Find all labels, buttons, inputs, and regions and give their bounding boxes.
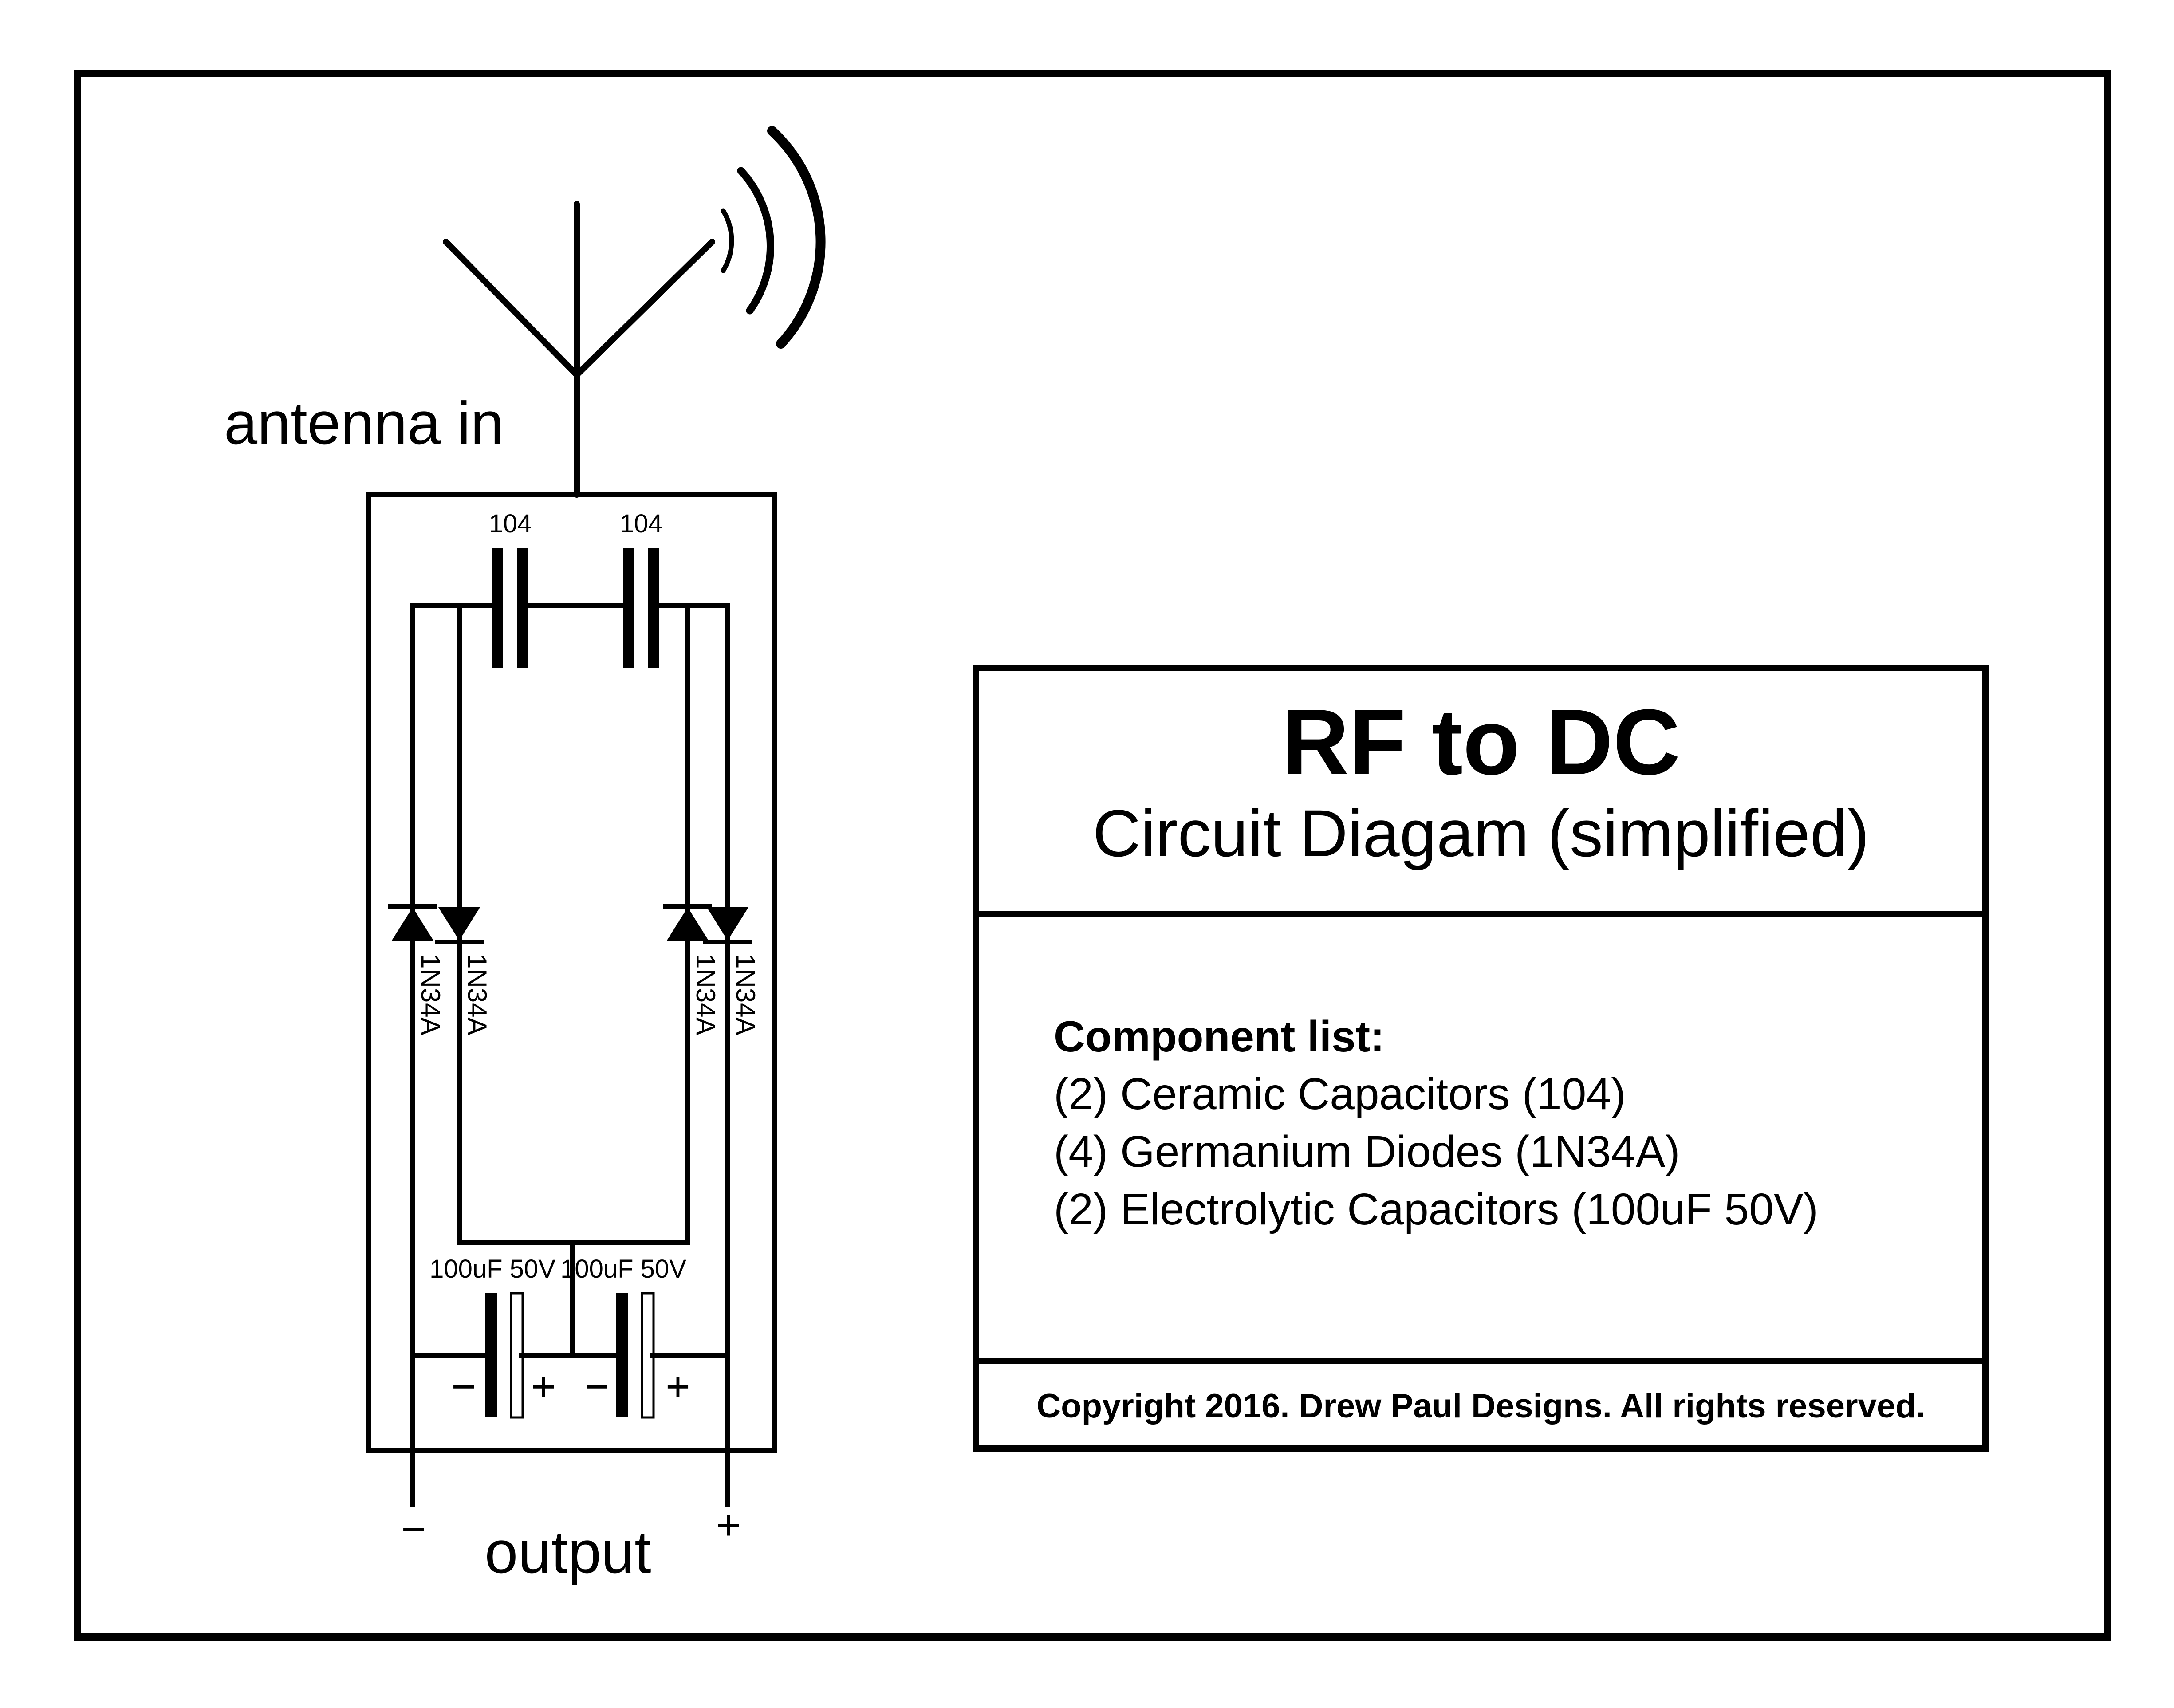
diode-1 [388,904,437,941]
electrolytic-left-plus: + [531,1363,555,1410]
diode-4-label: 1N34A [731,954,760,1035]
diode-2 [435,907,484,944]
output-label: output [484,1519,651,1586]
diode-4 [703,907,752,944]
circuit-board-outline [366,492,777,1453]
electrolytic-capacitor-right [616,1292,655,1419]
electrolytic-left-minus: − [451,1363,476,1410]
ceramic-capacitor-left [492,548,528,668]
subtitle: Circuit Diagam (simplified) [1093,796,1869,870]
title: RF to DC [1282,690,1680,794]
electrolytic-right-plus: + [666,1363,690,1410]
diode-3-label: 1N34A [691,954,721,1035]
radio-waves-icon [721,126,826,349]
diode-3 [663,904,712,941]
electrolytic-capacitor-right-label: 100uF 50V [560,1255,686,1283]
antenna-icon [443,201,715,498]
outer-frame [74,70,2111,1641]
electrolytic-capacitor-left [485,1292,524,1419]
ceramic-capacitor-left-label: 104 [489,509,532,538]
electrolytic-right-minus: − [584,1363,609,1410]
component-list-heading: Component list: [1054,1012,1385,1061]
component-list-item: (2) Electrolytic Capacitors (100uF 50V) [1054,1185,1818,1234]
copyright-text: Copyright 2016. Drew Paul Designs. All r… [1036,1387,1925,1425]
diode-1-label: 1N34A [416,954,445,1035]
component-list-item: (2) Ceramic Capacitors (104) [1054,1069,1626,1119]
antenna-label: antenna in [224,390,504,457]
diode-2-label: 1N34A [462,954,492,1035]
output-minus-label: − [401,1506,425,1553]
ceramic-capacitor-right [623,548,659,668]
title-block [973,665,1989,1452]
ceramic-capacitor-right-label: 104 [620,509,663,538]
output-plus-label: + [716,1502,740,1549]
component-list-item: (4) Germanium Diodes (1N34A) [1054,1127,1680,1177]
electrolytic-capacitor-left-label: 100uF 50V [429,1255,555,1283]
